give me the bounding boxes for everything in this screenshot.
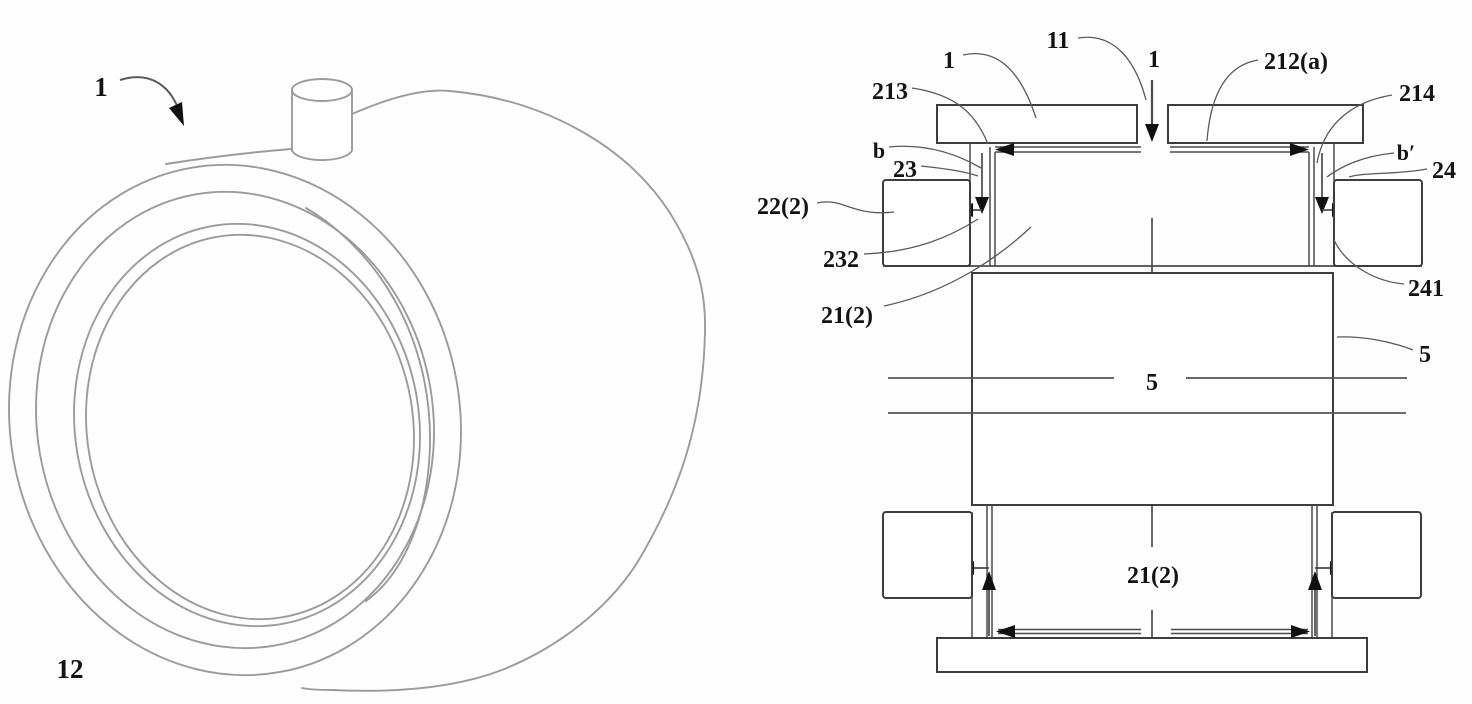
- right-figure-cross-section: 1 11 1 212(a) 213 214 b 23 b′ 24 22(2) 2…: [757, 28, 1456, 673]
- leader-ref232: [863, 218, 979, 255]
- leader-ref21-2-upper: [883, 226, 1032, 307]
- leader-ref214: [1316, 94, 1393, 164]
- label-ref212a: 212(a): [1264, 49, 1328, 75]
- label-ref21-2-upper: 21(2): [821, 303, 873, 329]
- label-ref-b: b: [873, 138, 885, 163]
- top-wall-double-arrow: [995, 143, 1309, 156]
- bottom-arrowhead-right: [1291, 625, 1310, 638]
- label-ref1-left-figure: 1: [94, 72, 108, 102]
- inner-sleeve-edge-outer: [73, 222, 421, 628]
- lower-right-block: [1331, 511, 1422, 599]
- label-ref1-left: 1: [943, 48, 955, 74]
- pipe-section-rect: [971, 272, 1334, 506]
- label-ref213: 213: [872, 79, 908, 105]
- top-port-cylinder: [291, 78, 354, 161]
- label-ref22-2: 22(2): [757, 194, 809, 220]
- label-ref23: 23: [893, 157, 917, 183]
- leader-ref5-right: [1336, 336, 1414, 351]
- label-ref1-center: 1: [1148, 47, 1160, 73]
- label-ref5-center: 5: [1146, 370, 1158, 396]
- label-ref-b-prime: b′: [1397, 140, 1415, 165]
- leader-ref-b-prime: [1326, 152, 1395, 178]
- insertion-arrowhead: [1145, 124, 1159, 142]
- port-top-ellipse: [291, 78, 353, 102]
- ref1-curved-arrow: [119, 76, 179, 109]
- label-ref11: 11: [1047, 28, 1070, 54]
- leader-ref22-2: [816, 201, 895, 214]
- far-opening-arc: [305, 207, 431, 602]
- label-ref232: 232: [823, 247, 859, 273]
- label-ref241: 241: [1408, 276, 1444, 302]
- bottom-arrowhead-left: [996, 625, 1015, 638]
- upper-left-down-arrowhead: [975, 197, 989, 214]
- bottom-wall-double-arrow: [996, 625, 1310, 638]
- leader-ref213: [911, 87, 989, 145]
- label-ref214: 214: [1399, 81, 1435, 107]
- lower-left-up-arrowhead: [982, 571, 996, 590]
- leader-ref23: [920, 165, 979, 177]
- leader-ref212a: [1206, 59, 1259, 142]
- upper-right-down-arrowhead: [1315, 197, 1329, 214]
- ref1-arrowhead: [169, 102, 184, 126]
- inner-sleeve-edge-inner: [85, 233, 415, 621]
- top-plate-right: [1167, 104, 1364, 144]
- label-ref24: 24: [1432, 158, 1456, 184]
- front-rim-outer-ellipse: [8, 163, 462, 677]
- label-ref21-2-lower: 21(2): [1127, 563, 1179, 589]
- insertion-arrow: [1145, 80, 1159, 142]
- left-figure-perspective-sleeve: 1 12: [8, 72, 707, 692]
- leader-ref11: [1077, 36, 1147, 101]
- sleeve-body-outline: [301, 89, 707, 692]
- upper-left-block: [882, 179, 971, 267]
- lower-right-up-arrowhead: [1308, 571, 1322, 590]
- upper-right-block: [1333, 179, 1423, 267]
- leader-ref241: [1333, 239, 1405, 285]
- lower-left-block: [882, 511, 973, 599]
- leader-ref1-left: [962, 53, 1037, 119]
- top-plate-left: [936, 104, 1138, 144]
- top-arrowhead-left: [995, 143, 1014, 156]
- leader-ref24: [1348, 168, 1428, 178]
- port-body-fill: [291, 90, 353, 150]
- label-ref5-right: 5: [1419, 342, 1431, 368]
- label-ref12: 12: [57, 654, 84, 684]
- front-rim-inner-ellipse: [35, 190, 435, 650]
- top-arrowhead-right: [1290, 143, 1309, 156]
- sleeve-body-top-left-line: [165, 148, 292, 165]
- port-bottom-arc: [291, 147, 354, 161]
- leader-ref-b: [888, 145, 982, 169]
- bottom-plate: [936, 637, 1368, 673]
